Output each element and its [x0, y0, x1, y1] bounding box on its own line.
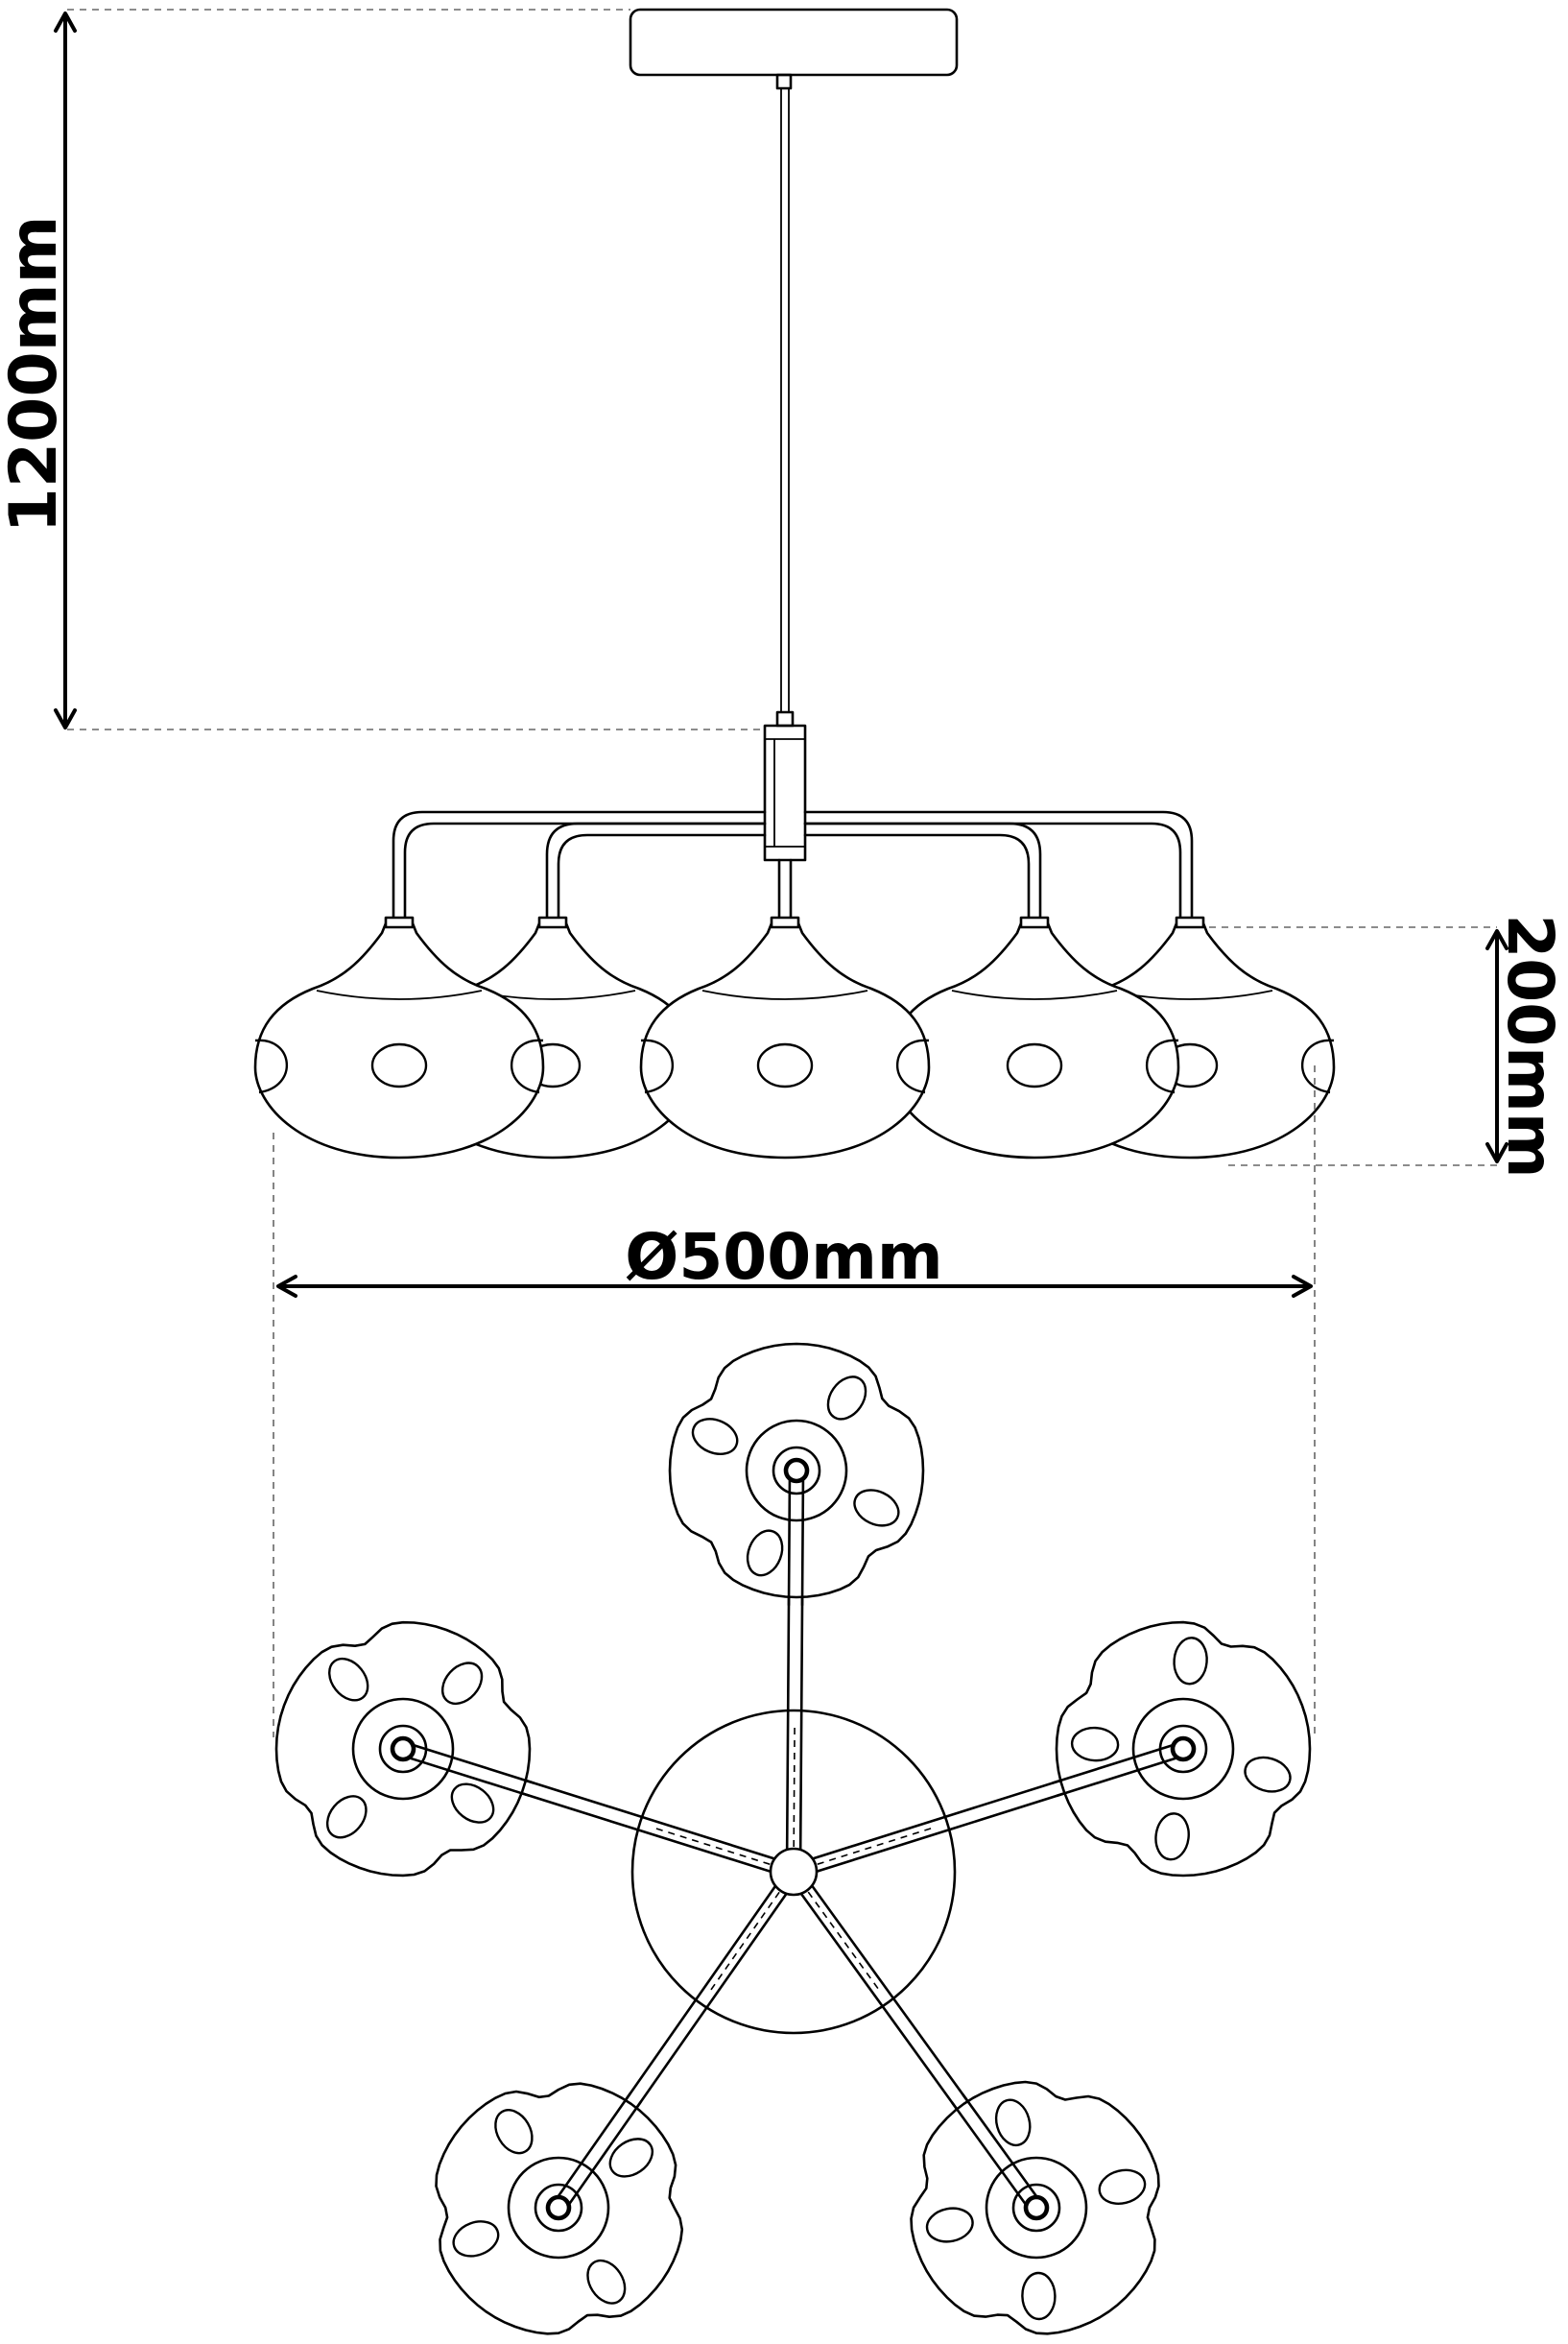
bottom-view: [274, 1342, 1312, 2335]
bottom-shade-bottom-left: [435, 2082, 684, 2335]
side-shade-4: [889, 916, 1180, 1160]
dimension-label-diameter: Ø500mm: [625, 1220, 942, 1294]
side-shade-1: [253, 916, 545, 1160]
ceiling-canopy-bottom: [630, 1709, 957, 2035]
dimension-label-drop-height: 1200mm: [0, 216, 72, 534]
center-stem: [777, 858, 793, 925]
side-view: [253, 8, 1336, 1160]
suspension-cable: [775, 88, 795, 728]
center-hub: [769, 1847, 819, 1897]
bottom-shade-top: [668, 1342, 925, 1607]
central-body: [763, 724, 807, 862]
side-shade-3: [639, 916, 931, 1160]
dimension-drop-height: 1200mm: [0, 9, 765, 730]
dimension-diameter: Ø500mm: [273, 1065, 1316, 1737]
bottom-shade-bottom-right: [910, 2080, 1160, 2335]
inner-arms: [545, 822, 1042, 925]
outer-arms: [392, 810, 1194, 925]
dimension-label-shade-height: 200mm: [1493, 914, 1567, 1178]
bottom-shade-left: [274, 1620, 535, 1878]
bottom-shade-right: [1052, 1620, 1312, 1878]
canopy-cable-grip: [775, 73, 793, 90]
ceiling-canopy: [629, 8, 959, 77]
dimension-shade-height: 200mm: [1209, 914, 1567, 1179]
